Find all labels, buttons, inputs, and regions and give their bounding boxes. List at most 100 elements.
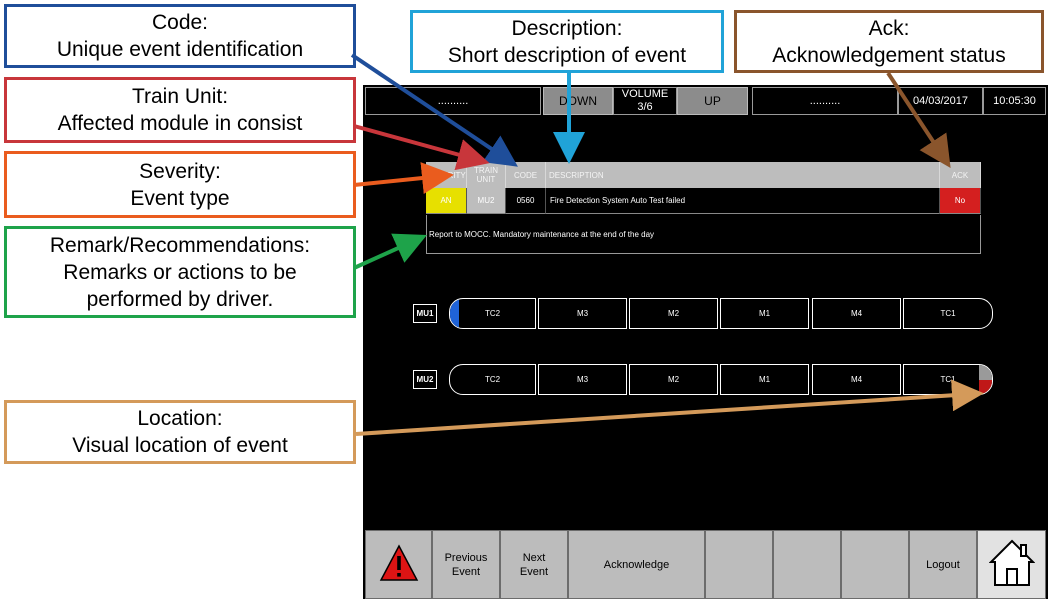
mu1-car-m4-label: M4 xyxy=(850,309,863,318)
next-event-button[interactable]: Next Event xyxy=(500,530,568,599)
mu1-car-tc1-label: TC1 xyxy=(940,309,956,318)
col-severity-label: SEVERITY xyxy=(426,170,466,180)
mu1-car-m1[interactable]: M1 xyxy=(720,298,809,329)
description-callout-desc: Short description of event xyxy=(447,43,687,67)
mu2-car-m3-label: M3 xyxy=(576,375,589,384)
location-callout-title: Location: xyxy=(137,407,223,430)
mu2-location-indicator-top xyxy=(979,365,992,380)
col-train-unit-header: TRAIN UNIT xyxy=(467,162,506,188)
blank-button-1[interactable] xyxy=(705,530,773,599)
mu2-car-m1-label: M1 xyxy=(758,375,771,384)
col-code-label: CODE xyxy=(513,170,538,180)
mu2-car-tc1-label: TC1 xyxy=(940,375,956,384)
mu1-car-m4[interactable]: M4 xyxy=(812,298,901,329)
mu1-location-indicator xyxy=(450,299,459,328)
mu2-car-m4[interactable]: M4 xyxy=(812,364,901,395)
volume-label: VOLUME xyxy=(621,88,669,100)
warning-button[interactable] xyxy=(365,530,432,599)
date-display: 04/03/2017 xyxy=(898,87,983,115)
mu2-car-tc2[interactable]: TC2 xyxy=(449,364,536,395)
train-unit-callout-title: Train Unit: xyxy=(131,85,229,108)
remark-callout-title: Remark/Recommendations: xyxy=(49,233,311,257)
mu1-label-text: MU1 xyxy=(416,309,434,318)
col-code-header: CODE xyxy=(506,162,546,188)
train-event-screen: .......... DOWN VOLUME 3/6 UP ..........… xyxy=(363,85,1048,599)
code-callout-desc: Unique event identification xyxy=(56,38,304,61)
ack-callout-desc: Acknowledgement status xyxy=(772,43,1006,67)
time-value: 10:05:30 xyxy=(993,95,1036,107)
description-callout-title: Description: xyxy=(511,16,623,40)
remark-text: Report to MOCC. Mandatory maintenance at… xyxy=(429,229,655,239)
blank-button-3[interactable] xyxy=(841,530,909,599)
mu1-car-m1-label: M1 xyxy=(758,309,771,318)
col-severity-header: SEVERITY xyxy=(426,162,467,188)
next-event-label-2: Event xyxy=(519,565,549,578)
previous-event-label-2: Event xyxy=(451,565,481,578)
mu1-label: MU1 xyxy=(413,304,437,323)
mu1-car-m3-label: M3 xyxy=(576,309,589,318)
blank-button-2[interactable] xyxy=(773,530,841,599)
severity-callout: Severity: Event type xyxy=(4,151,356,218)
volume-value: 3/6 xyxy=(637,101,653,113)
header-left-dots: .......... xyxy=(437,95,469,107)
header-right-field: .......... xyxy=(752,87,898,115)
previous-event-button[interactable]: Previous Event xyxy=(432,530,500,599)
col-ack-label: ACK xyxy=(951,170,969,180)
severity-cell: AN xyxy=(426,188,467,214)
mu2-car-m1[interactable]: M1 xyxy=(720,364,809,395)
description-cell: Fire Detection System Auto Test failed xyxy=(546,188,940,214)
code-cell: 0560 xyxy=(506,188,546,214)
col-description-header: DESCRIPTION xyxy=(546,162,940,188)
ack-callout: Ack: Acknowledgement status xyxy=(734,10,1044,73)
train-unit-cell: MU2 xyxy=(467,188,506,214)
mu2-location-indicator xyxy=(979,380,992,394)
remark-callout-desc-1: Remarks or actions to be xyxy=(63,260,297,284)
severity-value: AN xyxy=(440,196,452,205)
header-right-dots: .......... xyxy=(809,95,841,107)
acknowledge-button[interactable]: Acknowledge xyxy=(568,530,705,599)
header-left-field: .......... xyxy=(365,87,541,115)
ack-callout-title: Ack: xyxy=(868,16,910,40)
mu1-car-tc1[interactable]: TC1 xyxy=(903,298,993,329)
home-button[interactable] xyxy=(977,530,1046,599)
date-value: 04/03/2017 xyxy=(912,95,969,107)
down-button[interactable]: DOWN xyxy=(543,87,613,115)
home-icon xyxy=(988,538,1035,592)
logout-button[interactable]: Logout xyxy=(909,530,977,599)
severity-callout-desc: Event type xyxy=(130,186,230,210)
code-value: 0560 xyxy=(516,196,535,205)
warning-triangle-icon xyxy=(379,543,419,586)
severity-callout-title: Severity: xyxy=(139,159,221,183)
mu2-car-tc1[interactable]: TC1 xyxy=(903,364,993,395)
mu2-label: MU2 xyxy=(413,370,437,389)
train-unit-callout-desc: Affected module in consist xyxy=(57,112,303,135)
volume-indicator: VOLUME 3/6 xyxy=(613,87,677,115)
next-event-label-1: Next xyxy=(522,551,546,564)
mu1-car-m3[interactable]: M3 xyxy=(538,298,627,329)
code-callout-title: Code: xyxy=(151,11,209,34)
mu2-car-m3[interactable]: M3 xyxy=(538,364,627,395)
col-ack-header: ACK xyxy=(940,162,981,188)
acknowledge-label: Acknowledge xyxy=(603,558,670,571)
up-button[interactable]: UP xyxy=(677,87,748,115)
mu2-car-m2[interactable]: M2 xyxy=(629,364,718,395)
description-value: Fire Detection System Auto Test failed xyxy=(550,196,686,205)
ack-value: No xyxy=(954,196,966,205)
mu1-car-tc2-label: TC2 xyxy=(484,309,501,318)
mu2-car-m2-label: M2 xyxy=(667,375,680,384)
remark-field: Report to MOCC. Mandatory maintenance at… xyxy=(426,215,981,254)
train-unit-value: MU2 xyxy=(477,196,495,205)
col-train-unit-label: TRAIN UNIT xyxy=(474,166,498,184)
ack-cell: No xyxy=(940,188,981,214)
up-button-label: UP xyxy=(704,94,721,108)
mu1-car-tc2[interactable]: TC2 xyxy=(449,298,536,329)
col-description-label: DESCRIPTION xyxy=(549,170,604,180)
remark-callout-desc-2: performed by driver. xyxy=(86,287,274,311)
mu2-car-tc2-label: TC2 xyxy=(484,375,501,384)
previous-event-label-1: Previous xyxy=(444,551,488,564)
mu2-car-m4-label: M4 xyxy=(850,375,863,384)
mu1-car-m2[interactable]: M2 xyxy=(629,298,718,329)
location-callout: Location: Visual location of event xyxy=(4,400,356,464)
location-callout-desc: Visual location of event xyxy=(72,434,288,457)
remark-callout: Remark/Recommendations: Remarks or actio… xyxy=(4,226,356,318)
